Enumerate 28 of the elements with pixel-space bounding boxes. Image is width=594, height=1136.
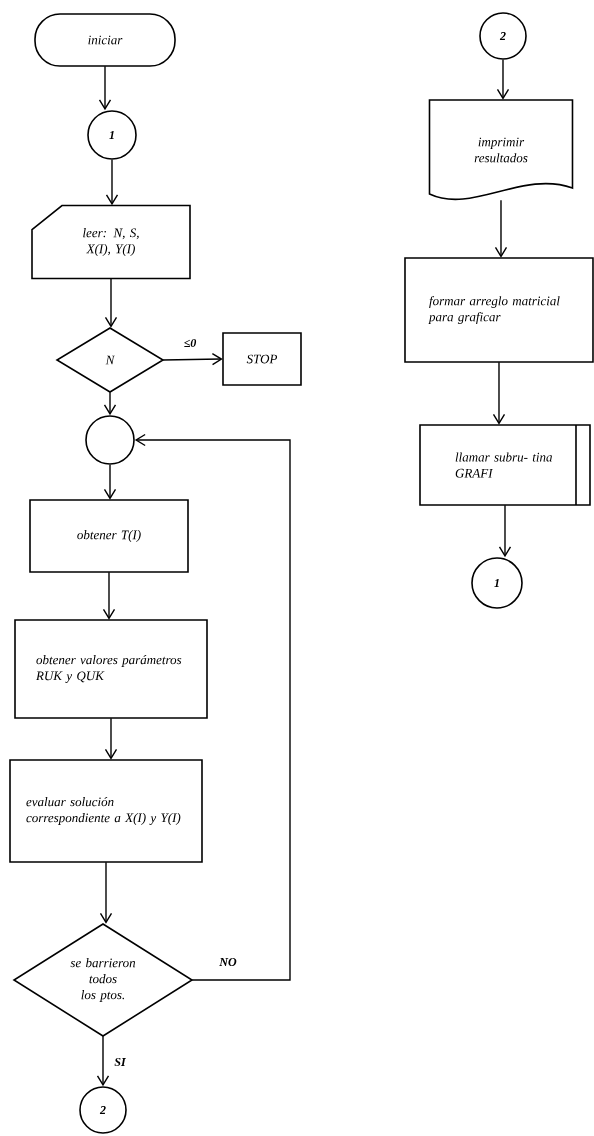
arrow — [96, 1035, 110, 1087]
edge-label: ≤0 — [182, 337, 198, 349]
arrow — [104, 278, 118, 328]
arrow — [492, 361, 506, 425]
arrow — [105, 159, 119, 206]
arrow — [99, 861, 113, 924]
edge-label: NO — [218, 956, 238, 968]
process-box: obtener valores parámetros RUK y QUK — [14, 619, 208, 719]
arrow — [104, 717, 118, 760]
arrow — [103, 464, 117, 500]
connector-circle — [85, 415, 135, 465]
arrow — [496, 59, 510, 100]
input-box: leer: N, S, X(I), Y(I) — [31, 204, 191, 280]
arrow — [102, 571, 116, 620]
arrow — [98, 65, 112, 111]
arrow — [494, 199, 508, 258]
process-box: formar arreglo matricial para graficar — [404, 257, 594, 363]
process-box: STOP — [222, 332, 302, 386]
process-box: obtener T(I) — [29, 499, 189, 573]
arrow — [498, 504, 512, 558]
arrow — [103, 391, 117, 416]
arrow — [162, 353, 223, 366]
edge-label: SI — [113, 1056, 127, 1068]
terminal-box: iniciar — [34, 13, 176, 67]
document-box: imprimir resultados — [428, 99, 574, 201]
process-box: evaluar solución correspondiente a X(I) y Y(I) — [9, 759, 203, 863]
subroutine-box: llamar subru- tina GRAFI — [419, 424, 591, 506]
arrow — [134, 433, 291, 981]
